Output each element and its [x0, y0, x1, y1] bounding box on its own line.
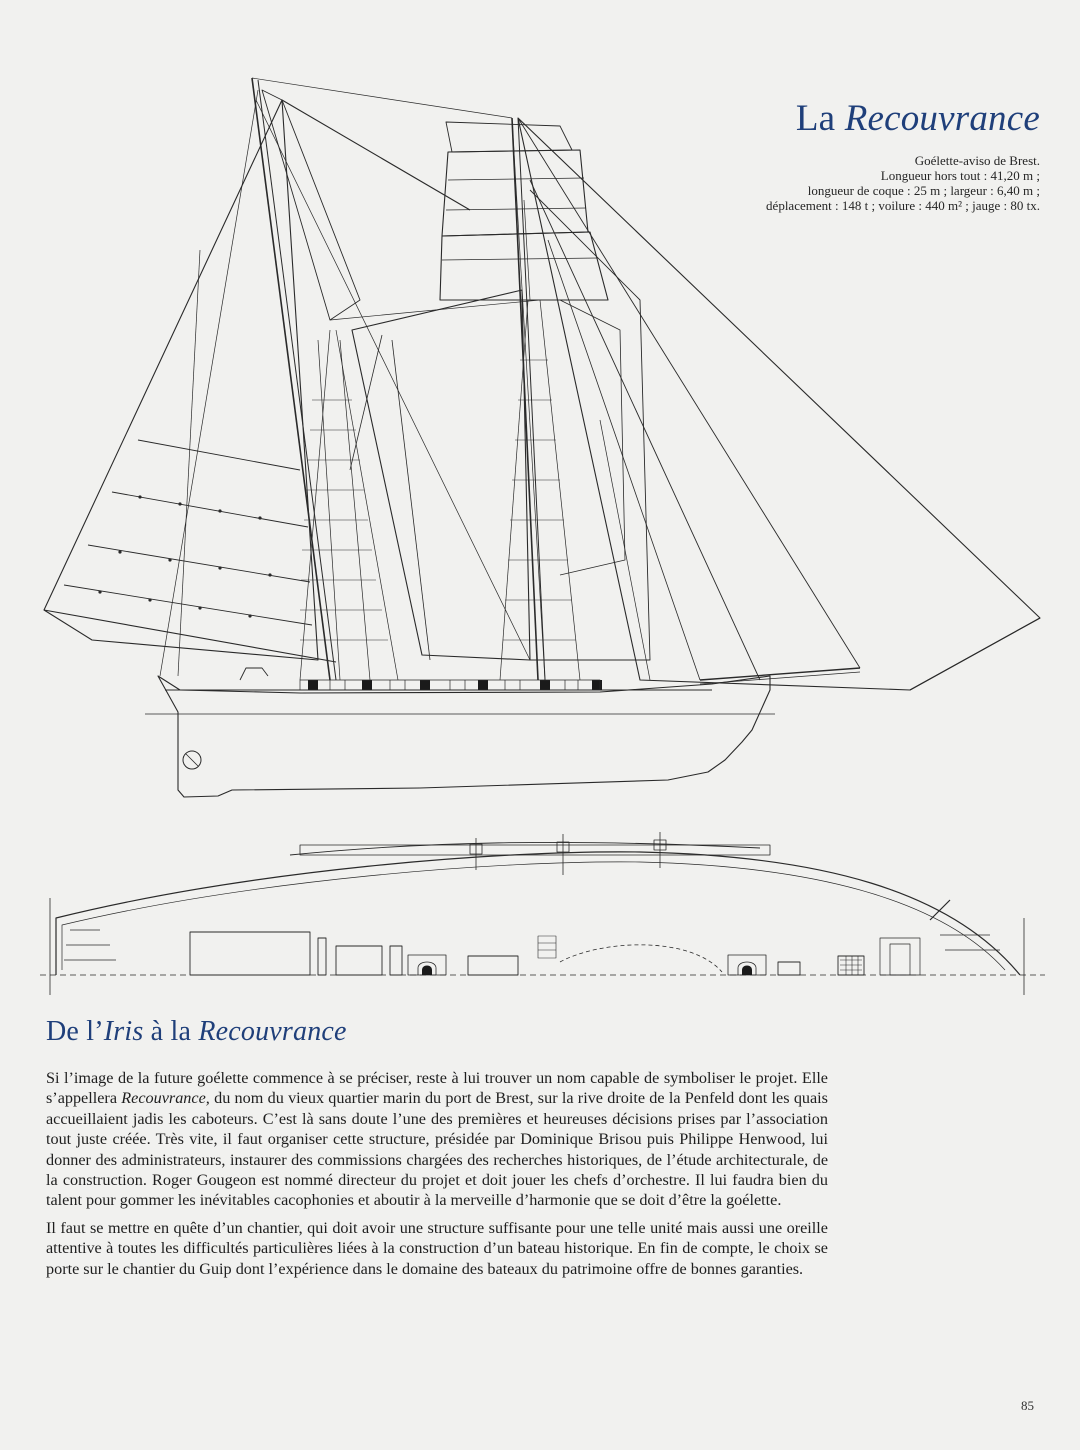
spec-line: Longueur hors tout : 41,20 m ; [880, 168, 1040, 183]
page-number: 85 [1021, 1398, 1034, 1413]
page-title: La Recouvrance [766, 100, 1040, 137]
paragraph-text: Si l’image de la future goélette commenc… [46, 1069, 828, 1108]
main-mast [251, 77, 331, 681]
fore-sail [351, 289, 531, 661]
paragraph-2: Il faut se mettre en quête d’un chantier… [46, 1218, 828, 1278]
fore-mast [511, 117, 539, 681]
ship-name-italic: Recouvrance, [121, 1089, 210, 1108]
spec-line: déplacement : 148 t ; voilure : 440 m² ;… [766, 198, 1040, 213]
title-block: La Recouvrance Goélette-aviso de Brest. … [766, 100, 1040, 213]
spec-line: Goélette-aviso de Brest. [914, 153, 1040, 168]
deck-plan [40, 832, 1045, 995]
title-prefix: La [795, 98, 845, 139]
heading-part: à la [143, 1016, 199, 1047]
heading-part-italic: Recouvrance [198, 1016, 347, 1047]
hull-profile [157, 675, 771, 798]
main-sail [43, 99, 319, 661]
deck-outline [55, 851, 1021, 976]
section-heading: De l’Iris à la Recouvrance [46, 1016, 347, 1048]
heading-part-italic: Iris [103, 1016, 144, 1047]
spec-line: longueur de coque : 25 m ; largeur : 6,4… [807, 183, 1040, 198]
article-body: Si l’image de la future goélette commenc… [46, 1068, 828, 1286]
ship-plan-drawing [40, 77, 1045, 995]
sail-plan [43, 77, 1041, 798]
heading-part: De l’ [46, 1016, 104, 1047]
bowsprit [699, 667, 861, 681]
title-ship-name: Recouvrance [844, 98, 1040, 139]
paragraph-1: Si l’image de la future goélette commenc… [46, 1068, 828, 1211]
paragraph-text: du nom du vieux quartier marin du port d… [46, 1089, 828, 1210]
